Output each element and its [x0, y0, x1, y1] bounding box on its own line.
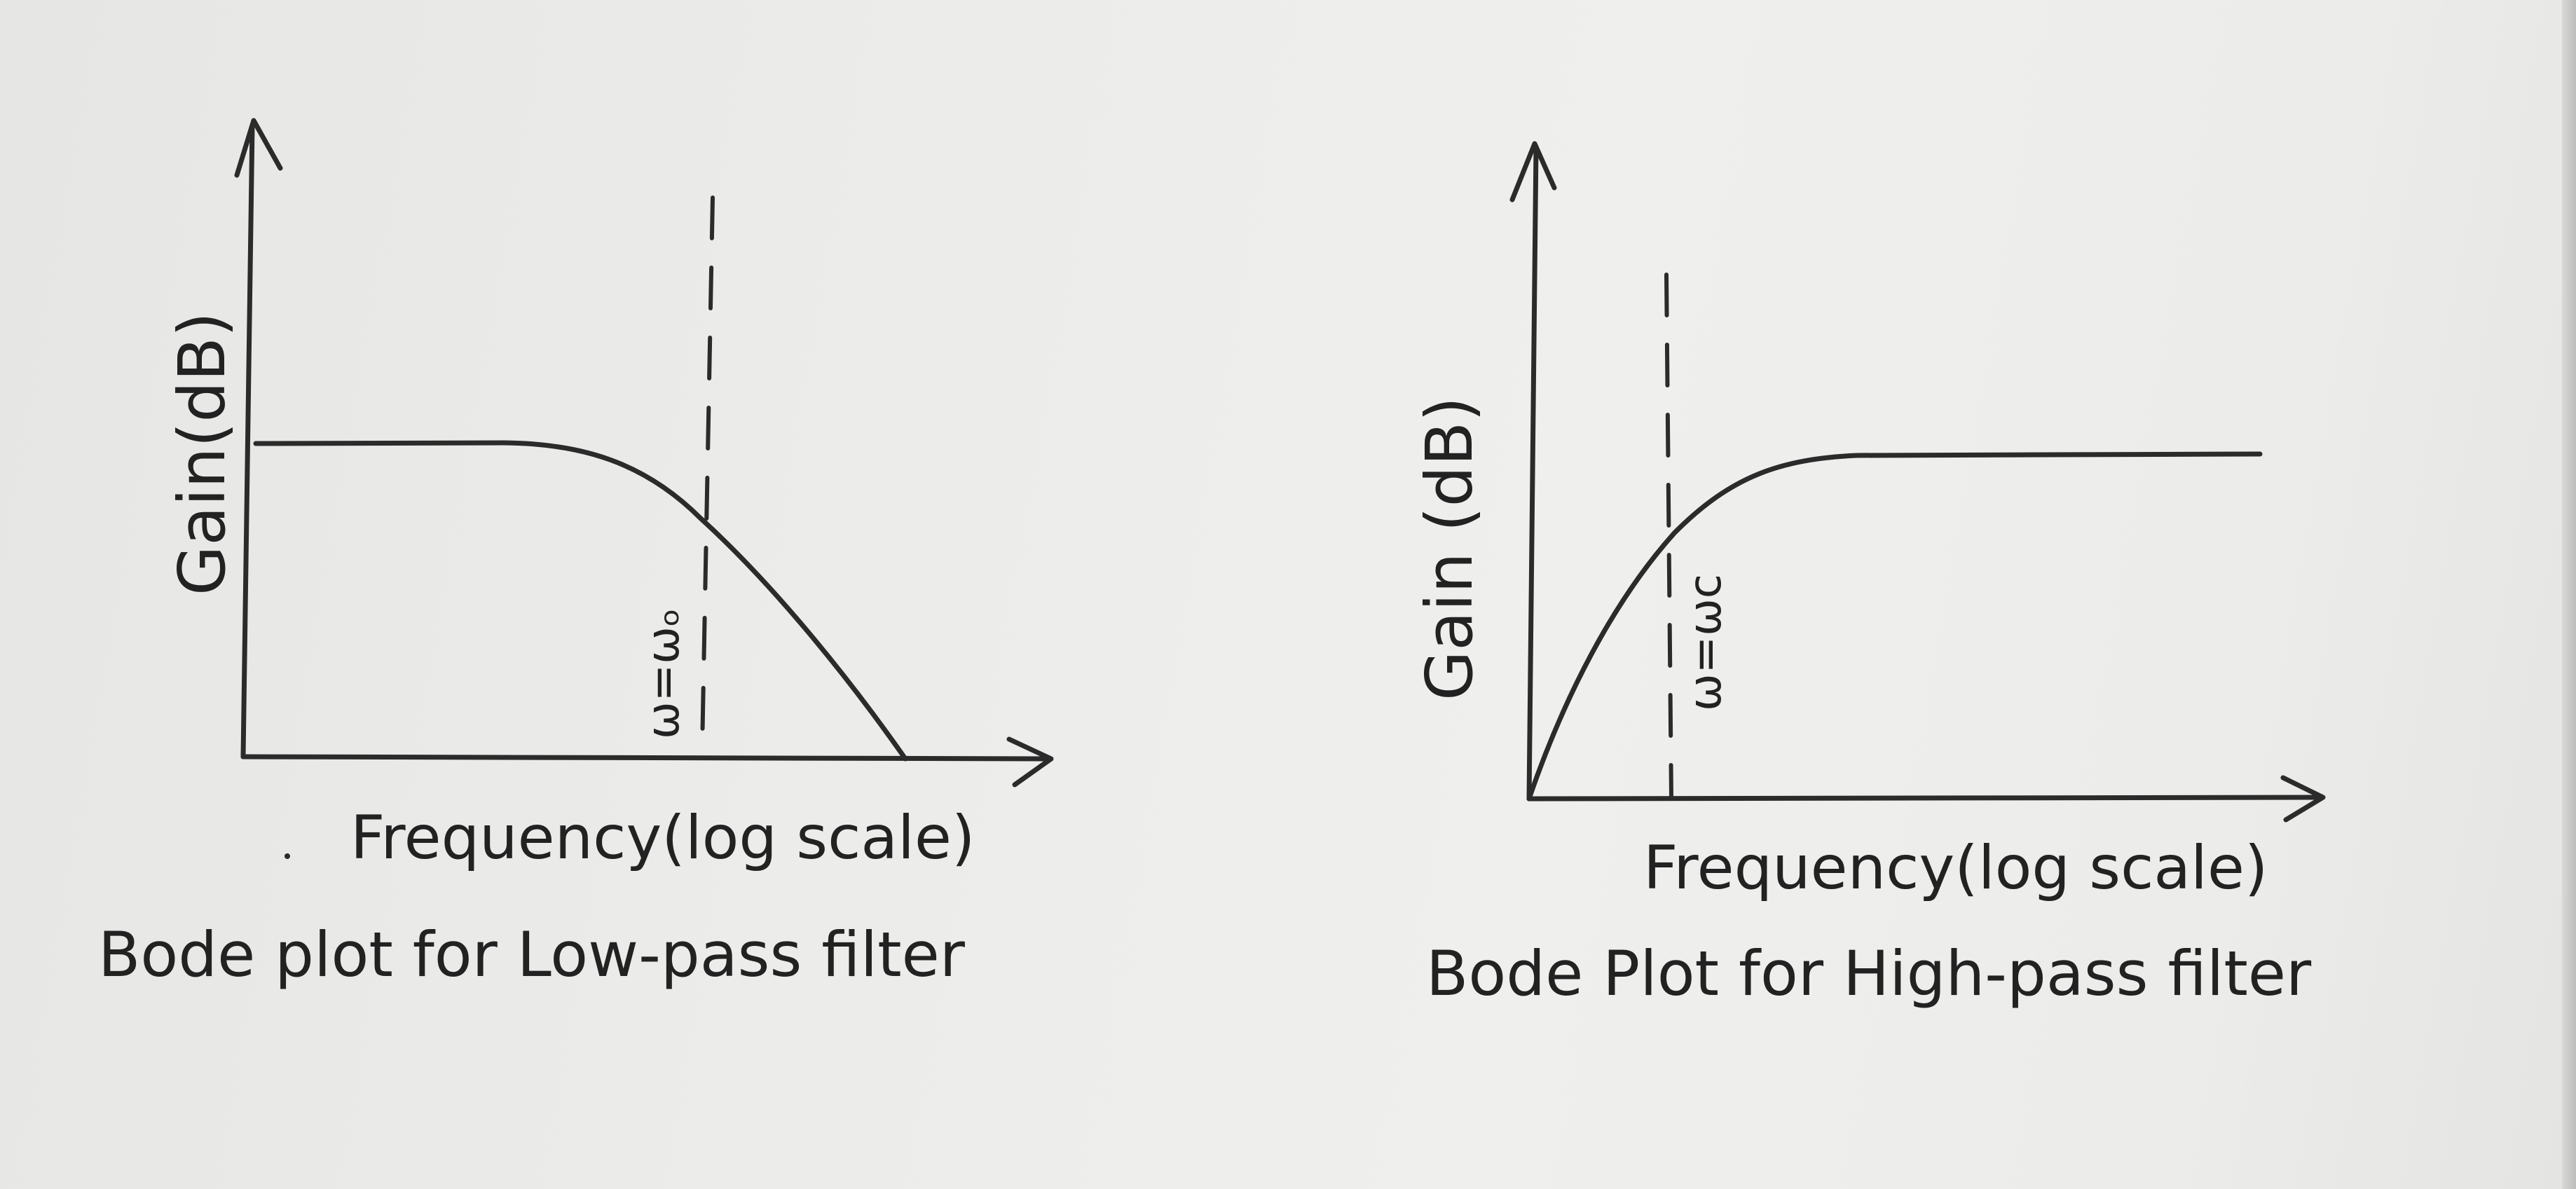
- lp-y-axis-label: Gain(dB): [165, 312, 240, 596]
- lp-x-axis: [240, 754, 1050, 762]
- high-pass-diagram: Gain (dB) ω=ωc Frequency(log scale) Bode…: [1412, 141, 2326, 1010]
- hp-y-axis: [1526, 144, 1539, 802]
- hp-x-axis-arrow: [2280, 775, 2326, 823]
- hp-caption: Bode Plot for High-pass filter: [1426, 937, 2312, 1010]
- lp-y-axis-arrow: [234, 118, 283, 178]
- hp-x-axis: [1526, 795, 2324, 802]
- lp-x-axis-arrow: [1006, 736, 1054, 788]
- paper-edge: [2562, 0, 2576, 1189]
- hp-gain-curve: [1526, 451, 2263, 802]
- pen-dot: [285, 853, 290, 859]
- lp-cutoff-line: [700, 195, 715, 752]
- lp-x-axis-label: Frequency(log scale): [350, 803, 975, 873]
- lp-gain-curve: [253, 440, 908, 762]
- low-pass-diagram: Gain(dB) ω=ωₒ Frequency(log scale) Bode …: [98, 118, 1054, 991]
- hp-cutoff-label: ω=ωc: [1680, 574, 1732, 711]
- hp-y-axis-label: Gain (dB): [1412, 397, 1487, 701]
- lp-y-axis: [240, 123, 255, 760]
- hp-y-axis-arrow: [1509, 141, 1557, 202]
- lp-caption: Bode plot for Low-pass filter: [98, 919, 966, 991]
- lp-cutoff-label: ω=ωₒ: [638, 608, 690, 739]
- hp-x-axis-label: Frequency(log scale): [1643, 833, 2268, 903]
- hp-cutoff-line: [1664, 273, 1673, 801]
